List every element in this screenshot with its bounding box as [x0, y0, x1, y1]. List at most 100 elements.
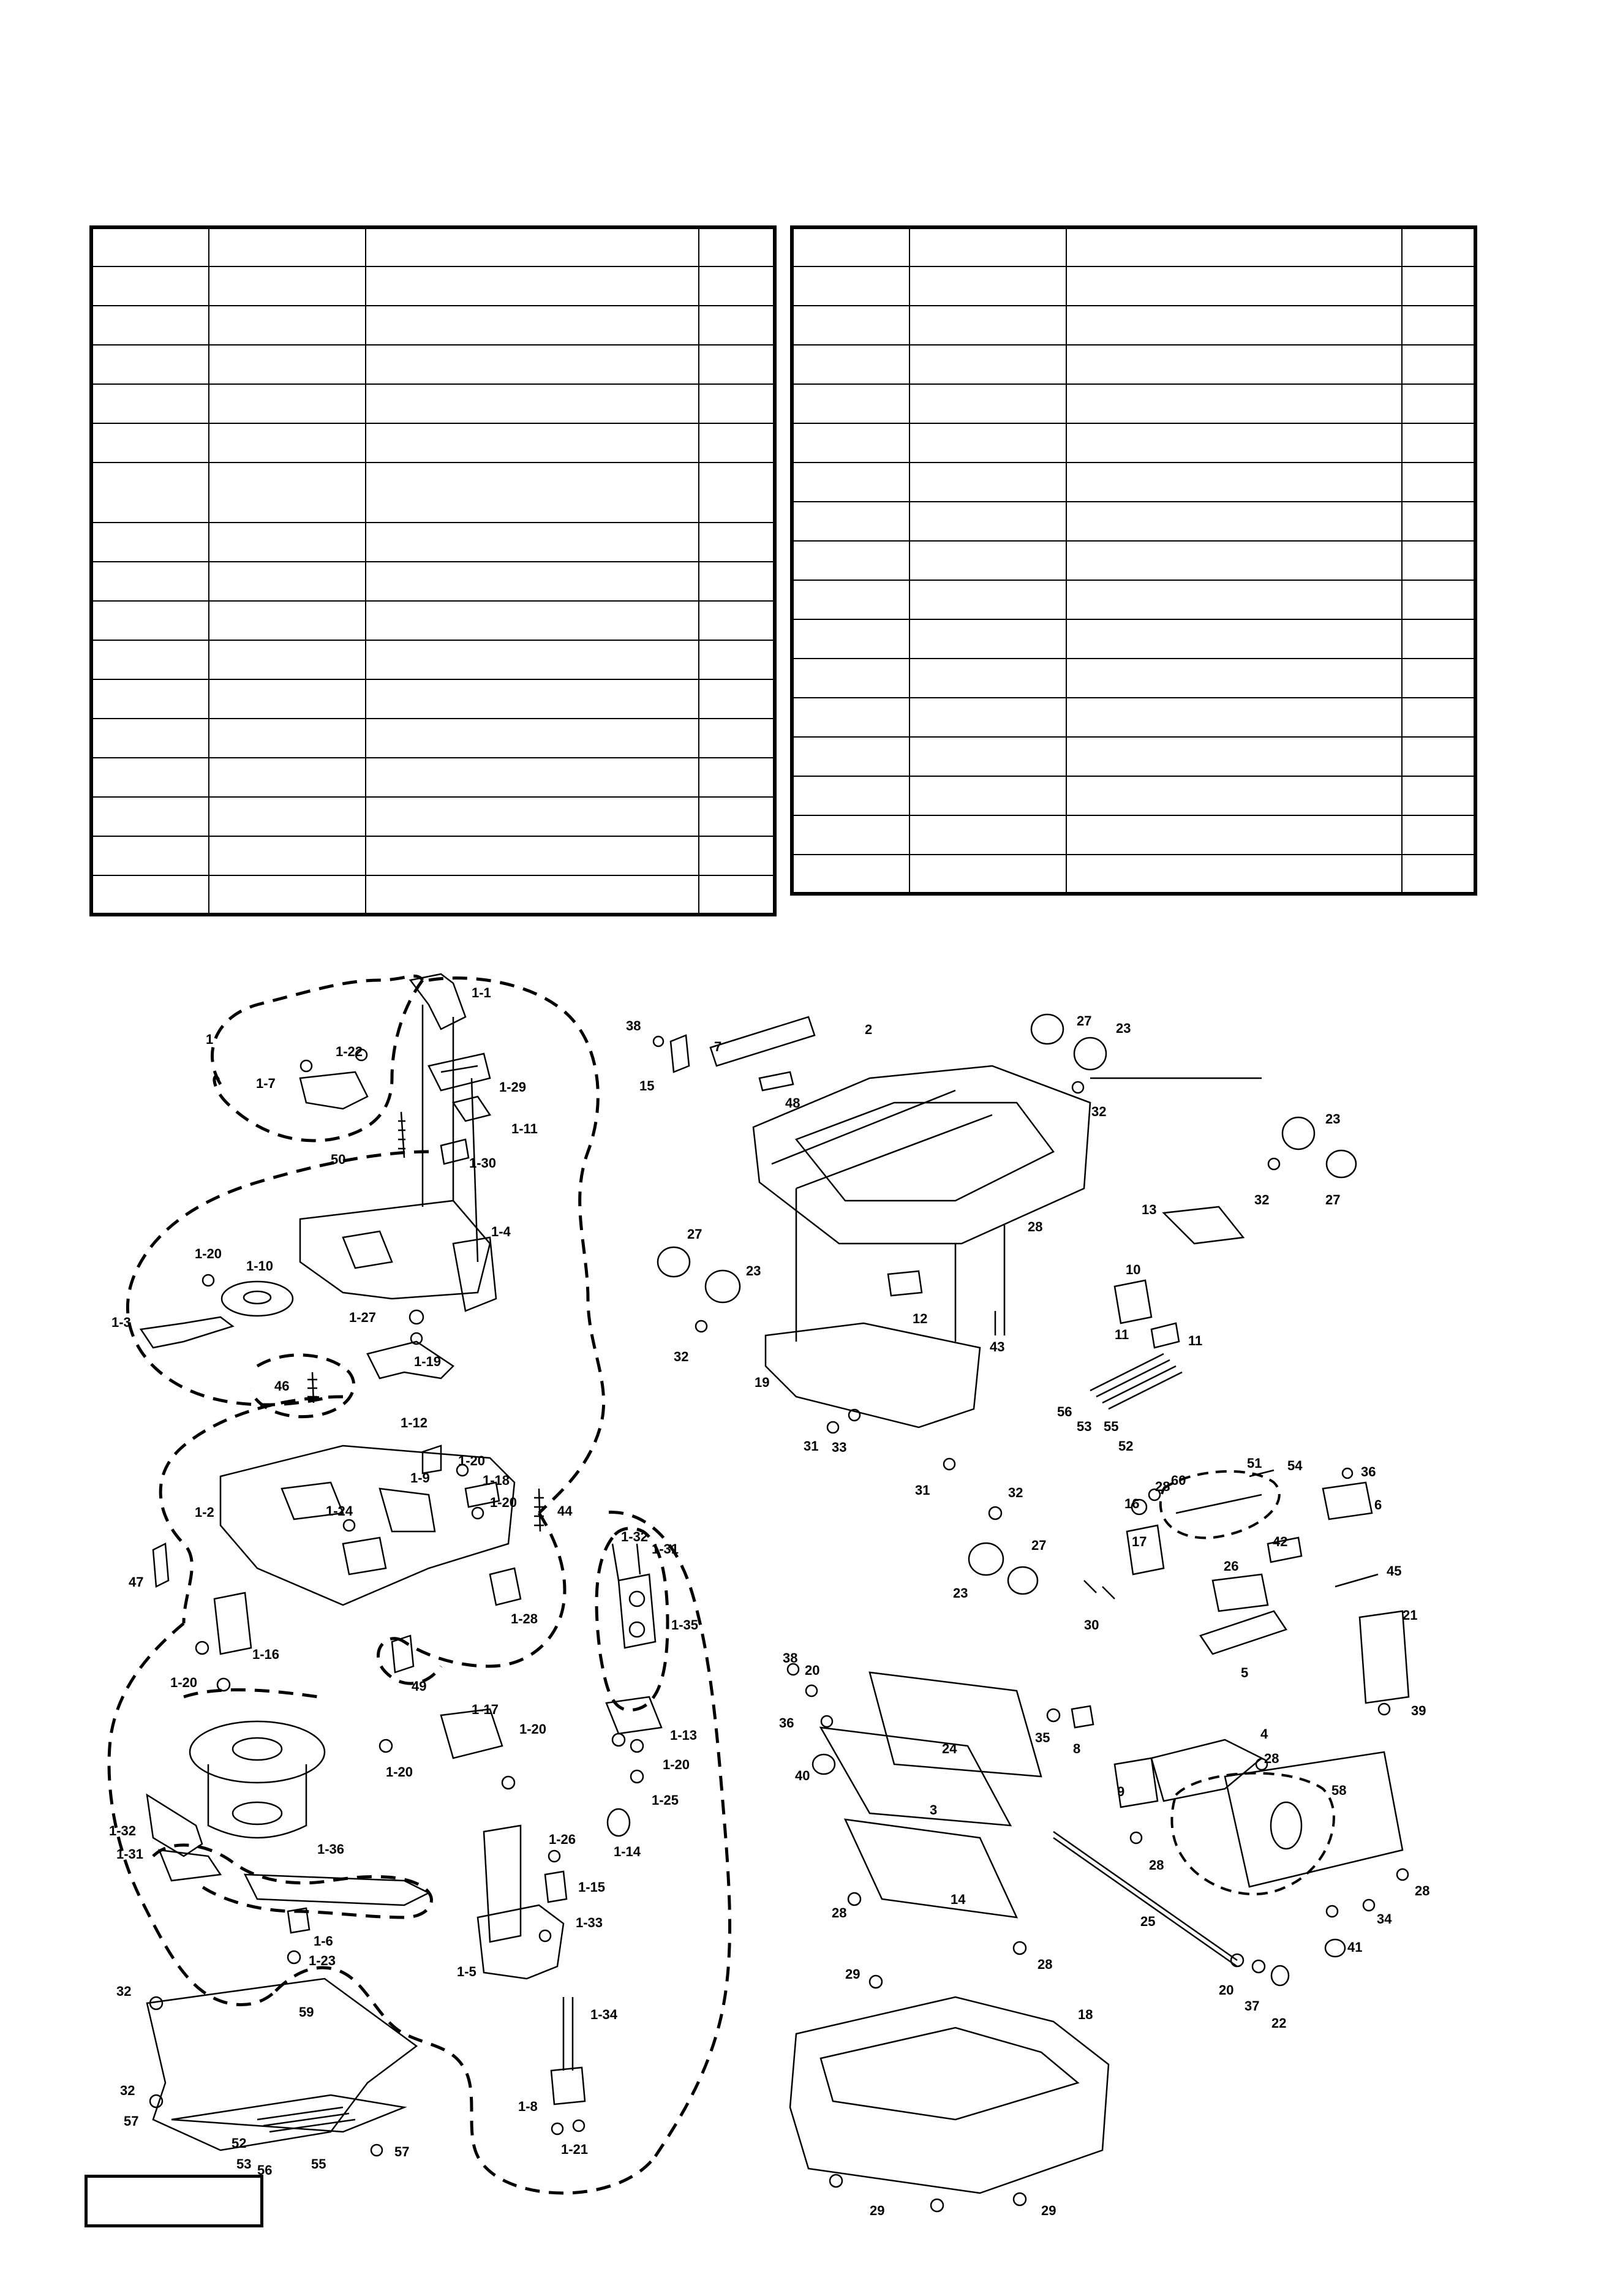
- callout-7: 7: [714, 1039, 721, 1054]
- part-2-frame-rail-2: [796, 1114, 993, 1190]
- table-row: [791, 501, 1476, 542]
- table-row: [91, 462, 775, 523]
- part-1-31-lever-right: [636, 1543, 641, 1575]
- callout-54: 54: [1287, 1458, 1303, 1473]
- callout-1-35: 1-35: [671, 1617, 698, 1633]
- part-23-damper-b: [1281, 1116, 1316, 1150]
- part-1-21-screw-a: [551, 2122, 564, 2136]
- part-48-plate: [758, 1071, 794, 1092]
- callout-28-d: 28: [1149, 1857, 1164, 1873]
- callout-28-g: 28: [1037, 1957, 1052, 1972]
- left-parts-lineart: [139, 973, 663, 2157]
- table-row: [91, 561, 775, 602]
- part-1-20-screw-e: [216, 1677, 231, 1692]
- part-31-screw-a: [826, 1421, 840, 1434]
- callout-6: 6: [1374, 1497, 1382, 1512]
- callout-1-2: 1-2: [195, 1505, 214, 1520]
- callout-59: 59: [299, 2004, 314, 2020]
- callout-23-a: 23: [1116, 1021, 1131, 1036]
- part-58-gear: [1270, 1801, 1303, 1850]
- part-41-roller: [1324, 1938, 1346, 1958]
- table-row: [791, 540, 1476, 581]
- outline-right-region: [600, 1511, 732, 2158]
- callout-32-a: 32: [116, 1984, 131, 1999]
- table-row: [91, 679, 775, 719]
- part-2-frame-rail-1: [771, 1089, 956, 1165]
- callout-22: 22: [1271, 2015, 1286, 2031]
- part-1-20-screw-a: [201, 1274, 215, 1287]
- callout-16: 16: [1124, 1496, 1139, 1511]
- callout-19: 19: [755, 1375, 769, 1390]
- table-row: [91, 383, 775, 424]
- part-11-clip: [1150, 1322, 1180, 1349]
- part-29-screw-c: [930, 2198, 944, 2213]
- outline-bottom-left: [107, 1622, 277, 2006]
- callout-10: 10: [1126, 1262, 1140, 1277]
- part-35-screw: [1046, 1708, 1061, 1723]
- part-18-inner: [819, 2026, 1080, 2121]
- part-51-pin: [1249, 1469, 1275, 1478]
- table-row: [791, 776, 1476, 816]
- table-row: [791, 266, 1476, 306]
- table-row: [791, 697, 1476, 738]
- callout-31-b: 31: [915, 1482, 930, 1498]
- part-19-plate: [764, 1322, 981, 1429]
- callout-32-e: 32: [674, 1349, 688, 1364]
- part-28-screw-f: [847, 1892, 862, 1906]
- callout-1-5: 1-5: [457, 1964, 476, 1979]
- part-1-24-screw: [342, 1519, 356, 1532]
- part-27-damper-d: [1007, 1566, 1039, 1595]
- callout-20-a: 20: [805, 1663, 819, 1678]
- part-7-slider: [709, 1016, 816, 1067]
- table-row: [91, 875, 775, 915]
- part-12-block: [887, 1270, 923, 1297]
- part-36-screw-b: [820, 1715, 834, 1728]
- part-40-roller: [812, 1753, 836, 1775]
- part-22-gear: [1270, 1965, 1290, 1987]
- callout-1-1: 1-1: [472, 985, 491, 1000]
- callout-29-c: 29: [1041, 2203, 1056, 2218]
- callout-9: 9: [1117, 1784, 1124, 1799]
- outline-1-7-region: [213, 979, 424, 1142]
- callout-40: 40: [795, 1768, 810, 1783]
- callout-36-b: 36: [779, 1715, 794, 1731]
- callout-35: 35: [1035, 1730, 1050, 1745]
- part-1-11-lever: [451, 1095, 492, 1122]
- part-1-28-lever: [489, 1567, 522, 1606]
- callout-41: 41: [1347, 1939, 1362, 1955]
- part-1-9-clip: [421, 1444, 442, 1475]
- part-turntable-body: [207, 1764, 307, 1839]
- part-33-screw: [848, 1408, 861, 1422]
- parts-table-right: [790, 225, 1477, 896]
- part-turntable-inner: [232, 1801, 283, 1826]
- callout-1-29: 1-29: [499, 1079, 526, 1095]
- part-23-damper-d: [968, 1542, 1004, 1576]
- part-turntable-top: [189, 1720, 326, 1784]
- part-28-screw-b: [1255, 1758, 1268, 1771]
- callout-53: 53: [236, 2156, 251, 2172]
- callout-46: 46: [274, 1378, 289, 1394]
- part-25-shaft: [1053, 1830, 1238, 1962]
- part-32-screw-f: [988, 1506, 1003, 1520]
- callout-1-16: 1-16: [252, 1647, 279, 1662]
- part-1-20-screw-f: [378, 1739, 393, 1753]
- part-1-26-screw: [548, 1849, 561, 1863]
- part-29-screw-d: [1012, 2192, 1027, 2207]
- table-row: [91, 757, 775, 798]
- callout-1-32-a: 1-32: [621, 1529, 648, 1544]
- table-row: [791, 854, 1476, 894]
- table-row: [91, 522, 775, 562]
- callout-1-30: 1-30: [469, 1155, 496, 1171]
- part-46-spring: [307, 1372, 317, 1403]
- part-1-23-screw: [287, 1950, 301, 1965]
- callout-4: 4: [1260, 1726, 1268, 1742]
- table-row: [791, 736, 1476, 777]
- callout-38-b: 38: [783, 1650, 797, 1666]
- callout-29-b: 29: [870, 2203, 884, 2218]
- callout-1-34: 1-34: [590, 2007, 618, 2022]
- part-1-35-hole-a: [628, 1590, 646, 1607]
- callout-60: 60: [1171, 1473, 1186, 1488]
- part-1-29-detail: [440, 1065, 478, 1073]
- part-1-2-detail-2: [378, 1487, 436, 1533]
